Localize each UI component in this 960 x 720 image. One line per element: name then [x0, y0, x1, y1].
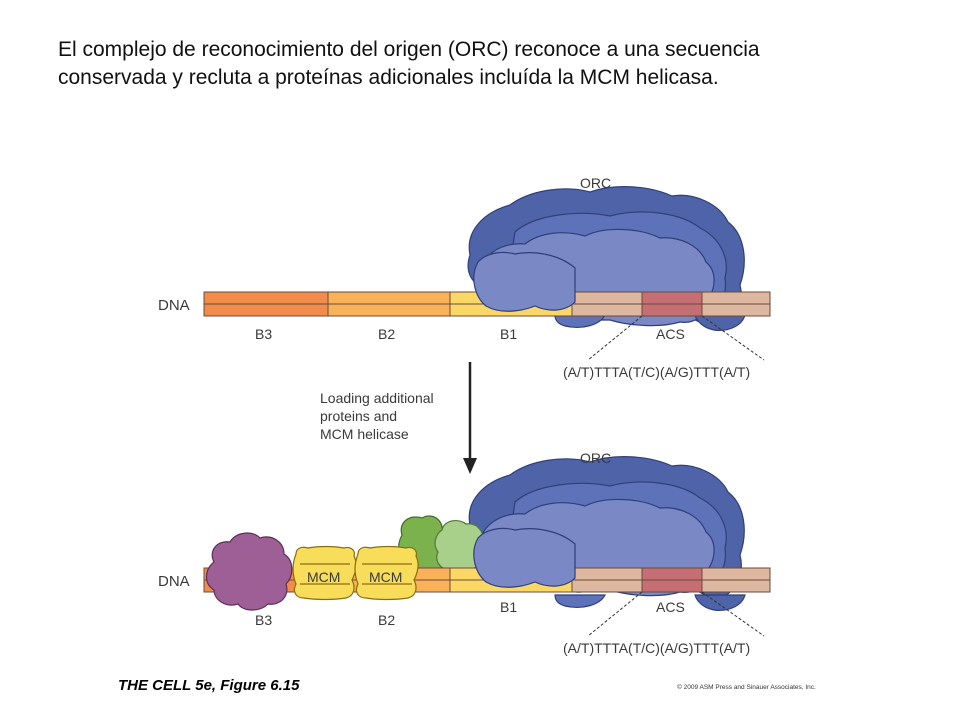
purple-protein [205, 532, 293, 611]
mcm-label-1: MCM [307, 569, 340, 585]
acs-pointer-left-bottom [587, 591, 643, 637]
arrow-caption-line-2: proteins and [320, 408, 397, 424]
segment-label-b1-bottom: B1 [500, 599, 517, 615]
segment-label-b2-top: B2 [378, 326, 395, 342]
dna-label-top: DNA [158, 297, 190, 314]
dna-label-bottom: DNA [158, 573, 190, 590]
segment-label-acs-top: ACS [656, 326, 685, 342]
acs-sequence-top: (A/T)TTTA(T/C)(A/G)TTT(A/T) [563, 364, 750, 380]
orc-below-lobe [554, 314, 606, 328]
acs-pointer-left-top [587, 315, 643, 361]
orc-below-lobe-bottom [554, 594, 606, 608]
acs-pointer-right-bottom [701, 591, 765, 637]
orc-label-bottom: ORC [580, 450, 611, 466]
mcm-label-2: MCM [369, 569, 402, 585]
top-panel: DNA ORC B3 B2 B1 ACS (A/T)TTTA(T/C)(A/G)… [158, 175, 771, 380]
dna-bar-top [203, 291, 771, 317]
title-line-2: conservada y recluta a proteínas adicion… [58, 66, 719, 89]
segment-label-b3-bottom: B3 [255, 612, 272, 628]
bottom-panel: MCM MCM DNA ORC B3 B2 B1 ACS (A/T)TTTA(T… [158, 450, 771, 656]
orc-front-overlap [473, 251, 576, 312]
arrow-head [463, 458, 477, 474]
segment-label-b2-bottom: B2 [378, 612, 395, 628]
acs-pointer-right-top [701, 315, 765, 361]
arrow-caption-line-1: Loading additional [320, 390, 434, 406]
segment-label-acs-bottom: ACS [656, 599, 685, 615]
loading-arrow [463, 362, 477, 474]
mcm-helicase-1 [292, 545, 357, 601]
title-line-1: El complejo de reconocimiento del origen… [58, 38, 760, 61]
orc-right-lobe [694, 314, 746, 331]
slide-title: El complejo de reconocimiento del origen… [58, 36, 938, 92]
mcm-helicase-2 [354, 545, 419, 601]
arrow-caption-line-3: MCM helicase [320, 426, 409, 442]
segment-label-b3-top: B3 [255, 326, 272, 342]
copyright-notice: © 2009 ASM Press and Sinauer Associates,… [677, 684, 816, 691]
figure-credit: THE CELL 5e, Figure 6.15 [118, 677, 300, 694]
acs-sequence-bottom: (A/T)TTTA(T/C)(A/G)TTT(A/T) [563, 640, 750, 656]
orc-right-lobe-bottom [694, 594, 746, 611]
orc-front-overlap-bottom [473, 527, 576, 588]
segment-label-b1-top: B1 [500, 326, 517, 342]
orc-label-top: ORC [580, 175, 611, 191]
